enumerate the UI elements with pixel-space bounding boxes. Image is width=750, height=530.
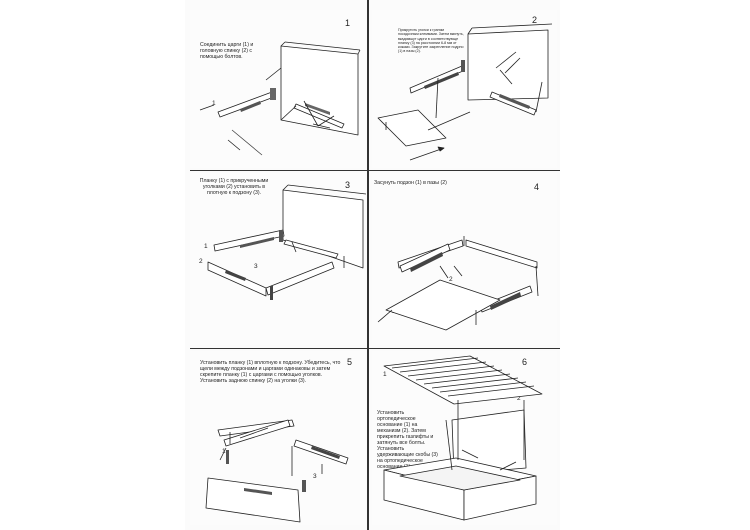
- step-5-bracket-left: [226, 450, 229, 464]
- step-3-label-3: 3: [254, 263, 258, 270]
- step-5-left-rail: [223, 419, 291, 447]
- step-3-front-rail: [207, 261, 267, 297]
- step-3-label-1: 1: [204, 243, 208, 250]
- step-6-inner-box: [399, 465, 521, 491]
- step-6-number: 6: [522, 357, 528, 367]
- step-5-slot-right: [311, 446, 340, 459]
- step-4-slot-1: [410, 252, 443, 272]
- step-1-right-rail: [293, 103, 345, 129]
- step-5-instruction: Установить планку (1) вплотную к подзону…: [200, 360, 341, 384]
- step-5-slot-front: [244, 488, 272, 495]
- step-2-instruction: Прикрутить уголки к граням посадочным кл…: [398, 28, 464, 54]
- step-3-cross-bar: [283, 239, 339, 259]
- step-4-slat-1: [399, 243, 451, 273]
- step-3-label-2: 2: [199, 258, 203, 265]
- step-3-illustration: [207, 184, 367, 300]
- step-6-label-2: 2: [517, 395, 521, 402]
- step-3-instruction: Планку (1) с прикрученными уголками (2) …: [199, 178, 269, 196]
- step-2-number: 2: [532, 15, 538, 25]
- step-1-illustration: [199, 41, 361, 156]
- step-4-number: 4: [534, 182, 540, 192]
- step-6-instruction: Установить ортопедическое основание (1) …: [377, 410, 438, 470]
- step-1-bracket-right: [305, 103, 330, 115]
- step-4-slot-2: [490, 292, 521, 310]
- step-2-floor-board: [377, 109, 447, 147]
- step-2-slot-top: [424, 72, 459, 89]
- step-1-label-1: 1: [212, 100, 216, 107]
- step-3-number: 3: [345, 180, 351, 190]
- horizontal-divider-1: [190, 170, 560, 171]
- step-3-slot-2: [225, 270, 246, 281]
- step-1-bracket-left: [240, 101, 261, 112]
- step-6-headboard: [451, 409, 527, 475]
- step-2-headboard: [467, 29, 549, 101]
- step-4-instruction: Засунуть подзон (1) в пазы (2): [374, 180, 447, 186]
- step-4-label-2: 2: [449, 276, 453, 283]
- step-3-right-rail: [265, 261, 335, 296]
- vertical-divider: [367, 0, 369, 530]
- step-1-number: 1: [345, 18, 351, 28]
- step-3-headboard: [282, 189, 364, 269]
- step-1-instruction: Соединить царги (1) и головную спинку (2…: [200, 42, 254, 60]
- step-2-bolt-top: [461, 60, 465, 72]
- step-3-slot: [240, 237, 274, 248]
- step-5-number: 5: [347, 357, 353, 367]
- step-5-illustration: [205, 419, 349, 523]
- step-6-illustration: [383, 355, 543, 521]
- step-5-bracket-right: [302, 480, 306, 492]
- step-2-rail-top: [409, 65, 464, 94]
- step-4-side-rail-back: [465, 239, 538, 269]
- step-5-front-panel: [205, 477, 301, 523]
- step-1-left-rail: [217, 91, 275, 118]
- step-4-base-panel: [385, 279, 501, 331]
- step-3-bolt: [279, 230, 283, 242]
- horizontal-divider-2: [190, 348, 560, 349]
- step-1-headboard: [280, 45, 359, 136]
- step-4-illustration: [377, 236, 539, 331]
- step-6-slatted-base: [383, 355, 543, 405]
- step-3-left-rail: [213, 229, 285, 252]
- step-2-slot-mid: [499, 94, 530, 109]
- step-1-bolt: [270, 88, 276, 100]
- step-3-bracket: [270, 286, 273, 300]
- step-5-label-3: 3: [313, 473, 317, 480]
- step-2-illustration: [377, 23, 553, 161]
- step-6-label-1: 1: [383, 371, 387, 378]
